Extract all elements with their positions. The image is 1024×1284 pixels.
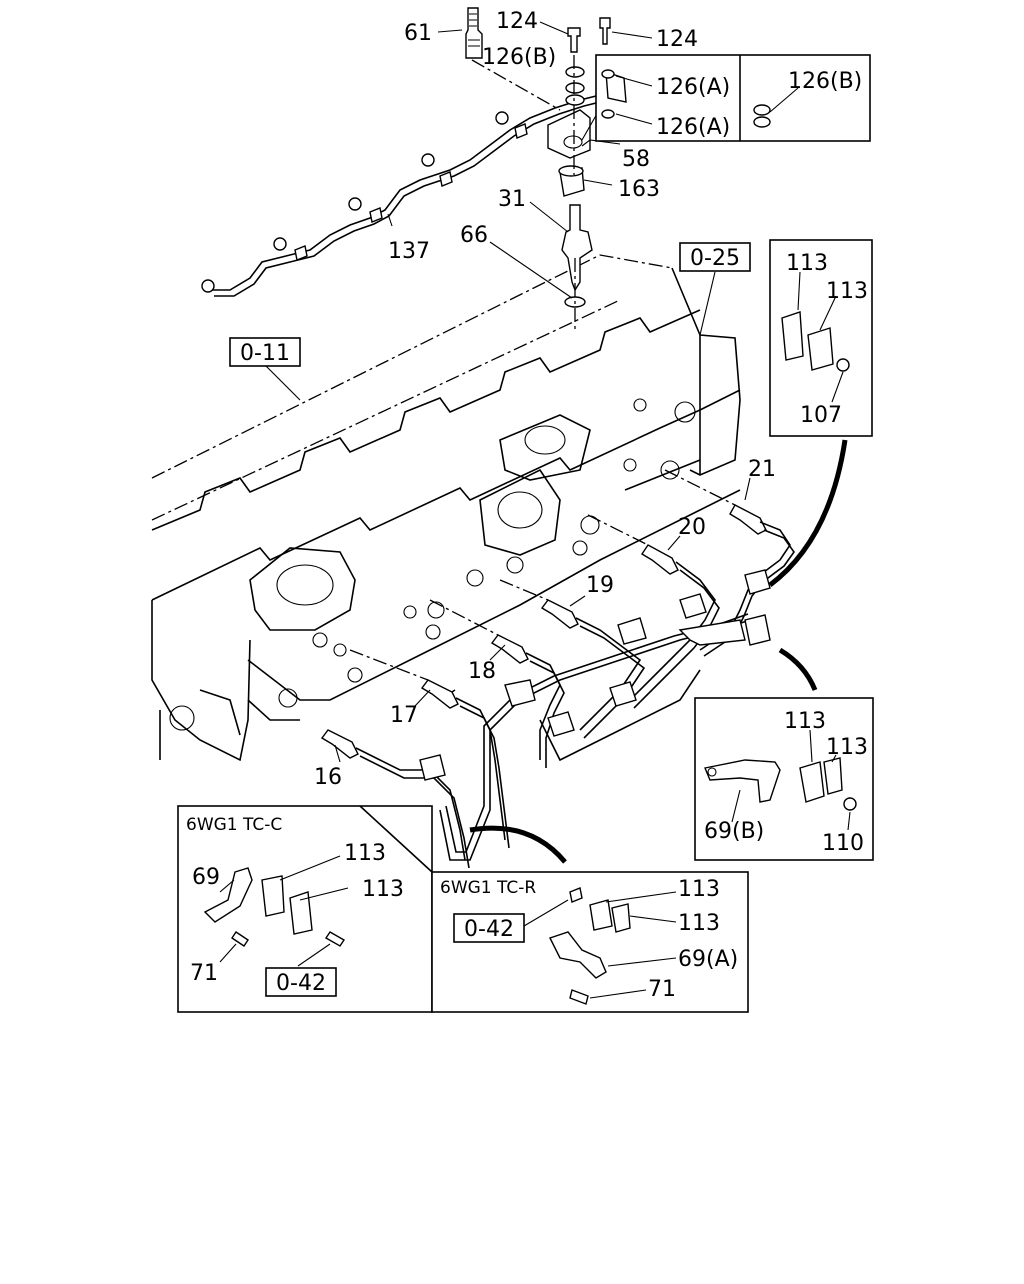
- callout-20: 20: [678, 515, 706, 540]
- injection-pipes: [320, 439, 848, 869]
- callout-124-b: 124: [656, 27, 698, 52]
- stud-61: [465, 7, 483, 59]
- ref-label-042-left[interactable]: 0-42: [276, 971, 326, 996]
- pipe-nut-20: [641, 544, 679, 575]
- callout-69: 69: [192, 865, 220, 890]
- callout-126a-2: 126(A): [656, 115, 730, 140]
- callout-137: 137: [388, 239, 430, 264]
- callout-113-bl-2: 113: [362, 877, 404, 902]
- bolt-124-a: [567, 27, 581, 53]
- callout-18: 18: [468, 659, 496, 684]
- callout-110: 110: [822, 831, 864, 856]
- injector-31: [561, 204, 593, 292]
- callout-126b-top: 126(B): [482, 45, 556, 70]
- callout-113-tr-2: 113: [826, 279, 868, 304]
- callout-69b: 69(B): [704, 819, 764, 844]
- variant-label-tc-c: 6WG1 TC-C: [186, 815, 282, 835]
- callout-163: 163: [618, 177, 660, 202]
- callout-71-br: 71: [648, 977, 676, 1002]
- ref-box-042-left[interactable]: [265, 967, 337, 997]
- callout-113-br-2: 113: [678, 911, 720, 936]
- inset-tc-r: [431, 871, 749, 1013]
- inset-frame-126: [595, 54, 871, 142]
- ref-box-011[interactable]: [229, 337, 301, 367]
- callout-113-tr-1: 113: [786, 251, 828, 276]
- inset-126: [595, 54, 871, 142]
- callout-31: 31: [498, 187, 526, 212]
- pipe-nut-18: [490, 634, 529, 664]
- callout-124-a: 124: [496, 9, 538, 34]
- ref-box-025[interactable]: [679, 242, 751, 272]
- inset-bracket-69b: [694, 697, 874, 861]
- clamp-58: [547, 109, 591, 159]
- callout-113-mr-1: 113: [784, 709, 826, 734]
- callout-71-bl: 71: [190, 961, 218, 986]
- pipe-nut-19: [540, 599, 579, 629]
- callout-126a-1: 126(A): [656, 75, 730, 100]
- variant-label-tc-r: 6WG1 TC-R: [440, 878, 536, 898]
- callout-labels: 61 124 124 126(B) 126(A) 126(A) 126(B) 5…: [190, 9, 868, 1002]
- reference-boxes[interactable]: 0-11 0-25 0-42 0-42: [229, 242, 751, 997]
- pipe-nut-16: [320, 729, 359, 759]
- callout-69a: 69(A): [678, 947, 738, 972]
- inset-clamp-107: [769, 239, 873, 437]
- callout-21: 21: [748, 457, 776, 482]
- callout-19: 19: [586, 573, 614, 598]
- callout-126b-inset: 126(B): [788, 69, 862, 94]
- callout-113-bl-1: 113: [344, 841, 386, 866]
- callout-58: 58: [622, 147, 650, 172]
- callout-61: 61: [404, 21, 432, 46]
- callout-113-br-1: 113: [678, 877, 720, 902]
- ref-box-042-right[interactable]: [453, 913, 525, 943]
- cylinder-head-outline: [151, 254, 741, 762]
- bolt-124-b: [599, 17, 611, 45]
- inset-tc-c: [177, 805, 433, 1013]
- ref-label-042-right[interactable]: 0-42: [464, 917, 514, 942]
- pipe-nut-17: [420, 679, 459, 709]
- callout-107: 107: [800, 403, 842, 428]
- harness-137: [210, 84, 611, 291]
- pipe-nut-21: [729, 504, 767, 535]
- injector-assembly: [201, 7, 653, 330]
- callout-16: 16: [314, 765, 342, 790]
- ref-label-025[interactable]: 0-25: [690, 246, 740, 271]
- callout-17: 17: [390, 703, 418, 728]
- callout-113-mr-2: 113: [826, 735, 868, 760]
- callout-66: 66: [460, 223, 488, 248]
- ref-label-011[interactable]: 0-11: [240, 341, 290, 366]
